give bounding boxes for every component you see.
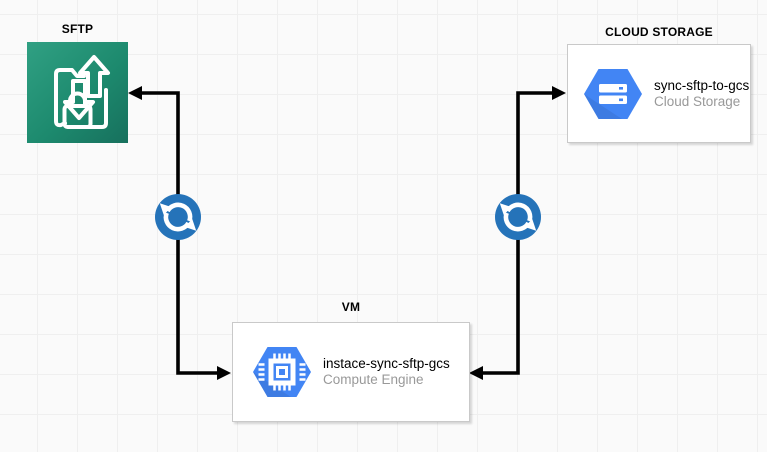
cloud-storage-title: sync-sftp-to-gcs xyxy=(654,77,750,93)
storage-led-bottom xyxy=(619,98,623,101)
sftp-secure-transfer-icon xyxy=(54,55,110,129)
chip-core xyxy=(276,366,288,378)
sync-icon-left[interactable] xyxy=(154,193,202,241)
sync-circle xyxy=(495,194,541,240)
sftp-node[interactable] xyxy=(27,42,128,143)
storage-bar-top xyxy=(599,83,627,92)
vm-title: instace-sync-sftp-gcs xyxy=(323,356,450,372)
sync-arrowhead-topleft xyxy=(159,203,172,215)
gcp-cloud-storage-icon xyxy=(584,68,642,119)
hexagon-shape xyxy=(253,347,311,397)
arrowhead-into-vm-left xyxy=(217,366,231,380)
vm-node[interactable]: instace-sync-sftp-gcs Compute Engine xyxy=(232,322,470,422)
folder-outline xyxy=(54,68,86,128)
sftp-node-label: SFTP xyxy=(61,22,94,36)
arrowhead-into-vm-right xyxy=(469,366,483,380)
upload-arrow xyxy=(78,55,110,98)
sync-circle xyxy=(155,194,201,240)
chip-body xyxy=(268,358,296,386)
gcp-compute-engine-icon xyxy=(253,347,311,397)
cloud-storage-subtitle: Cloud Storage xyxy=(654,93,741,109)
cloud-storage-node-label: CLOUD STORAGE xyxy=(605,25,713,39)
storage-bar-bottom xyxy=(599,95,627,104)
hexagon-shade xyxy=(584,93,622,119)
sync-arrowhead-topleft xyxy=(499,203,512,215)
arrowhead-into-cloudstorage xyxy=(552,86,566,100)
folder-outline-bottom xyxy=(69,88,108,129)
lock-shackle xyxy=(68,91,87,108)
vm-subtitle: Compute Engine xyxy=(323,372,424,387)
sync-icon-right[interactable] xyxy=(494,193,542,241)
arrowhead-into-sftp xyxy=(128,86,142,100)
chip-pins xyxy=(258,353,306,391)
cloud-storage-node[interactable]: sync-sftp-to-gcs Cloud Storage xyxy=(567,44,751,143)
sync-arrowhead-bottomright xyxy=(184,219,197,231)
lock-body xyxy=(62,104,93,129)
vm-node-label: VM xyxy=(341,300,361,314)
sync-arrowhead-bottomright xyxy=(524,219,537,231)
storage-led-top xyxy=(619,86,623,90)
hexagon-shape xyxy=(584,68,642,119)
